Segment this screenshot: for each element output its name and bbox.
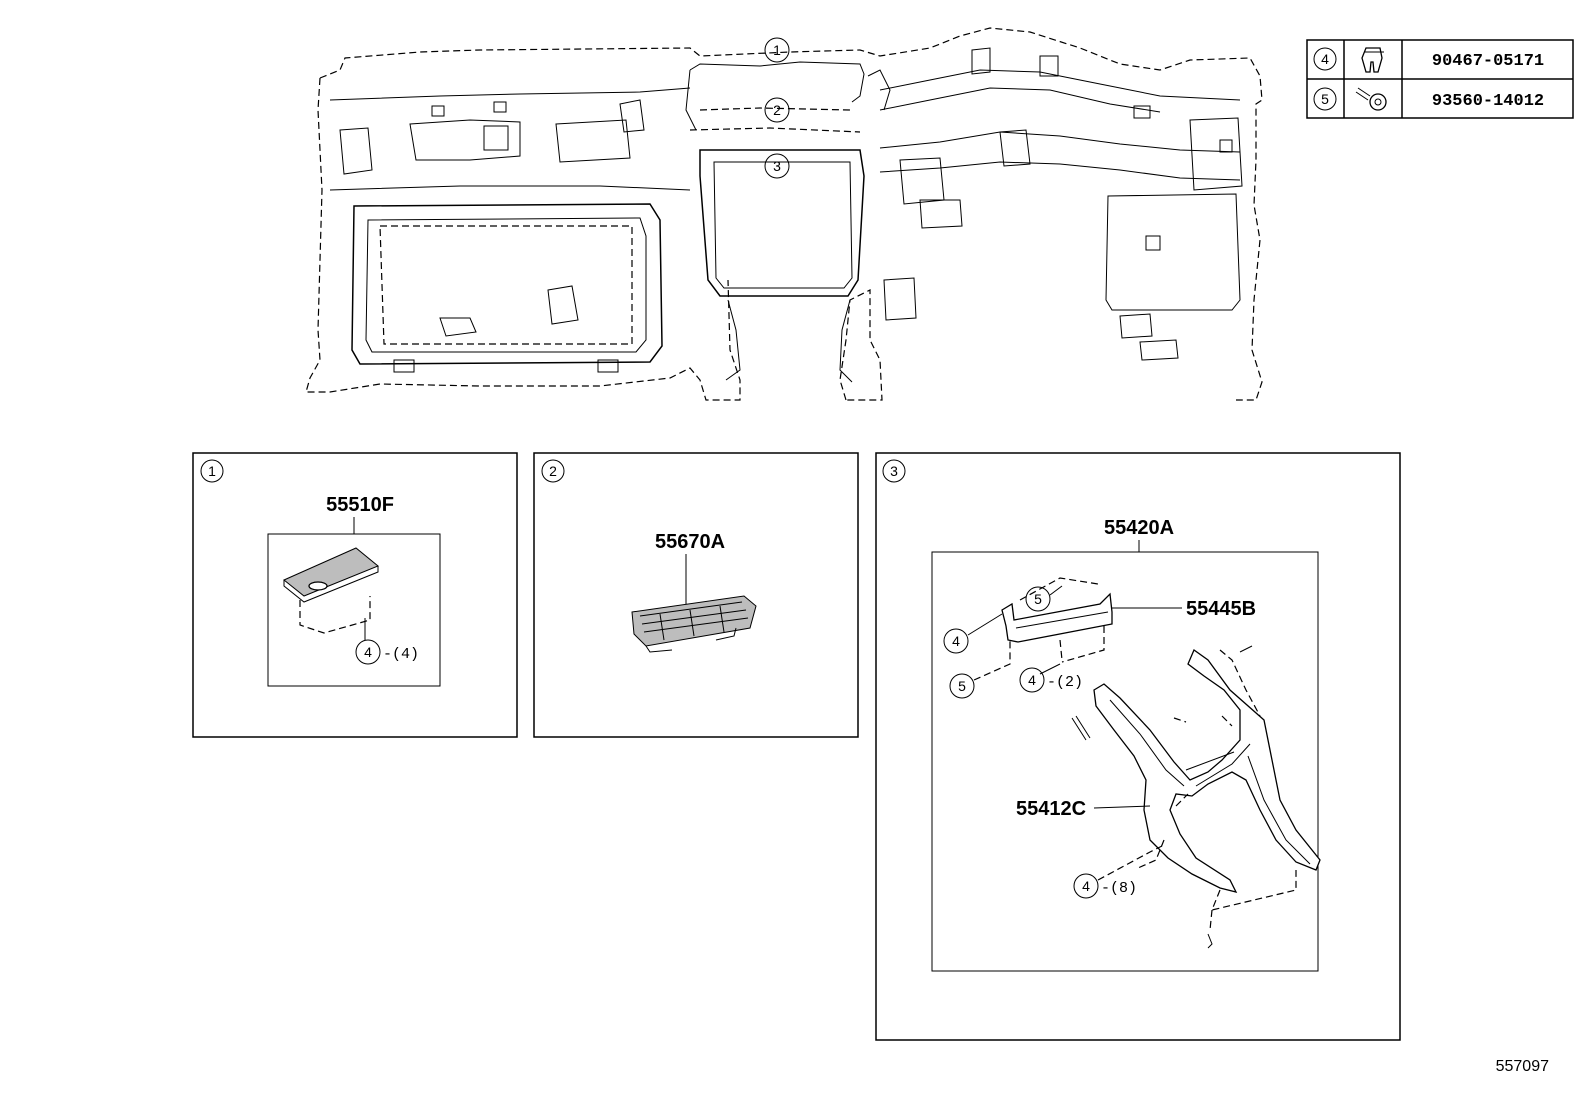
legend-row-5: 5 93560-14012 [1313,87,1544,111]
figure-id: 557097 [1496,1058,1549,1075]
fastener-ref-marker [943,628,969,654]
fastener-ref: 4 [364,644,372,660]
fastener-ref: 5 [1034,591,1042,607]
callout-1-marker [764,37,790,63]
fastener-qty: -(2) [1047,674,1083,691]
switch-assembly-part [631,595,757,653]
panel-number: 3 [890,463,898,479]
fastener-qty: -(4) [383,646,419,663]
callout-1-number: 1 [773,42,781,58]
callout-3-marker [764,153,790,179]
part-label: 55445B [1186,598,1256,620]
center-finish-panel-part [1071,645,1321,949]
part-label: 55412C [1016,798,1086,820]
panel-number: 2 [549,463,557,479]
fastener-ref: 4 [1028,672,1036,688]
fastener-ref-marker [1019,667,1045,693]
legend-ref: 4 [1321,51,1329,67]
fastener-ref: 4 [1082,878,1090,894]
fastener-legend-table: 4 90467-05171 5 93560-14012 [1306,39,1574,119]
fastener-ref: 5 [958,678,966,694]
callout-2-marker [764,97,790,123]
instrument-panel-overview: 1 2 3 [305,27,1263,401]
part-label: 55510F [326,494,394,516]
legend-ref-marker [1313,87,1337,111]
assembly-label: 55420A [1104,517,1174,539]
clip-icon [1361,47,1384,73]
fastener-ref-marker [1073,873,1099,899]
fastener-ref-marker [355,639,381,665]
panel-number-marker [200,459,224,483]
fastener-ref: 4 [952,633,960,649]
fastener-qty: -(8) [1101,880,1137,897]
screw-icon [1355,87,1387,111]
detail-panel-2: 2 55670A [533,452,859,738]
panel-number-marker [541,459,565,483]
legend-row-4: 4 90467-05171 [1313,47,1544,73]
detail-panel-3: 3 55420A 55445B [875,452,1401,1041]
fastener-ref-marker [949,673,975,699]
detail-panel-1: 1 55510F 4 -(4) [192,452,518,738]
legend-ref-marker [1313,47,1337,71]
panel-number-marker [882,459,906,483]
callout-2-number: 2 [773,102,781,118]
fastener-ref-marker [1025,586,1051,612]
panel-number: 1 [208,463,216,479]
callout-3-number: 3 [773,158,781,174]
legend-ref: 5 [1321,91,1329,107]
legend-part-number: 93560-14012 [1432,92,1544,111]
part-label: 55670A [655,531,725,553]
cover-part [283,547,379,603]
legend-part-number: 90467-05171 [1432,52,1544,71]
upper-trim-part [1001,577,1113,663]
